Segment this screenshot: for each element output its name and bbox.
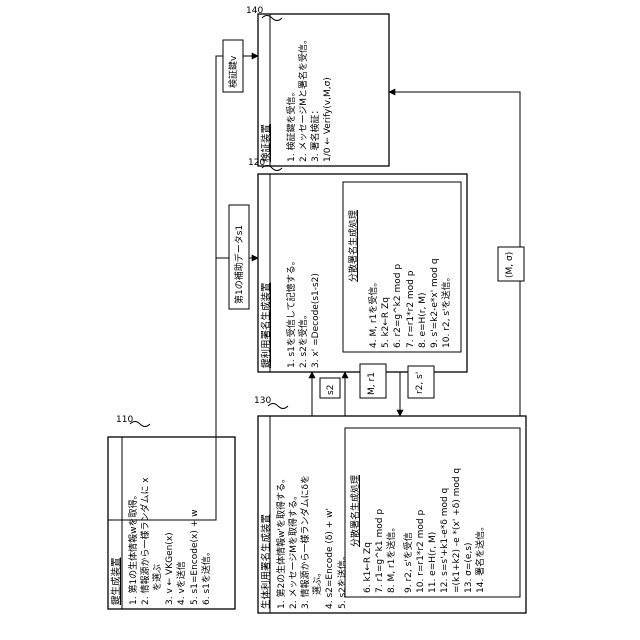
step-line: 2. s2を受信。 — [298, 183, 310, 368]
m-sigma-label: (M, σ) — [505, 252, 515, 278]
s2-label: s2 — [326, 385, 336, 395]
step-line: 4. s2=Encode (δ) + w' — [324, 424, 336, 609]
device-130-title: 生体利用署名生成装置 — [261, 424, 274, 609]
sub-step-line: 7. r1=g^k1 mod p — [374, 431, 386, 593]
ref-110: 110 — [116, 415, 133, 425]
step-line: 3. v ← VKGen(x) — [164, 443, 176, 605]
sub-step-line: 13. σ=(e,s) — [463, 431, 475, 593]
step-line: 3. 署名検証： — [310, 17, 322, 162]
sub-step-line: 7. r=r1*r2 mod p — [405, 186, 417, 348]
step-line: 1. 第1の生体情報wを取得。 — [128, 443, 140, 605]
sub-step-line: 9. s'=k2-e*x' mod q — [429, 186, 441, 348]
sub-step-line: 14. 署名を送信。 — [475, 431, 487, 593]
sub-step-line: 8. M, r1を送信。 — [386, 431, 398, 593]
sub-step-line: 10. r2, s'を送信。 — [441, 186, 453, 348]
step-line: 1. 第2の生体情報w'を取得する。 — [276, 424, 288, 609]
sub-130-title: 分散署名生成処理 — [350, 431, 362, 593]
ref-130: 130 — [254, 396, 271, 406]
step-line: 3. 情報源から一様ランダムにδを — [300, 424, 312, 609]
step-line: 4. vを送信 — [176, 443, 188, 605]
sub-step-line: 11. e=H(r, M) — [427, 431, 439, 593]
sub-120-title: 分散署名生成処理 — [348, 186, 360, 348]
step-line: 2. メッセージMと署名を受信。 — [298, 17, 310, 162]
aux-data-label: 第1の補助データs1 — [235, 225, 245, 304]
sub-step-line: 10. r=r1*r2 mod p — [415, 431, 427, 593]
step-line: 1. 検証鍵を受信。 — [286, 17, 298, 162]
sub-step-line: 12. s=s'+k1-e*δ mod q — [439, 431, 451, 593]
sub-step-line: =(k1+k2) -e *(x' +δ) mod q — [451, 431, 463, 593]
step-line: 5. s2を送信。 — [337, 424, 349, 609]
sub-step-line: 6. k1←R Zq — [362, 431, 374, 593]
step-line: 6. s1を送信。 — [201, 443, 213, 605]
step-line: 3. x' =Decode(s1-s2) — [310, 183, 322, 368]
ref-140: 140 — [246, 6, 263, 16]
device-120-title: 鍵利用署名生成装置 — [261, 183, 274, 368]
r2-s-label: r2, s' — [415, 372, 425, 394]
device-140-title: 検証装置 — [261, 17, 274, 162]
sub-step-line: 6. r2=g^k2 mod p — [392, 186, 404, 348]
step-line: 選ぶ。 — [312, 424, 324, 609]
step-line: 1/0 ← Verify(v,M,σ) — [322, 17, 334, 162]
step-line: 2. 情報源から一様ランダムに x — [140, 443, 152, 605]
step-line: を選ぶ — [152, 443, 164, 605]
step-line: 1. s1を受信して記憶する。 — [286, 183, 298, 368]
sub-step-line: 4. M, r1を受信。 — [368, 186, 380, 348]
sub-step-line: 8. e=H(r, M) — [417, 186, 429, 348]
step-line: 2. メッセージMを取得する。 — [288, 424, 300, 609]
sub-step-line: 9. r2, s'を受信 — [403, 431, 415, 593]
verify-key-label: 検証鍵v — [229, 56, 239, 88]
sub-step-line: 5. k2←R Zq — [380, 186, 392, 348]
step-line: 5. s1=Encode(x) + w — [189, 443, 201, 605]
device-110-title: 鍵生成装置 — [111, 443, 124, 605]
m-r1-label: M, r1 — [367, 372, 377, 395]
